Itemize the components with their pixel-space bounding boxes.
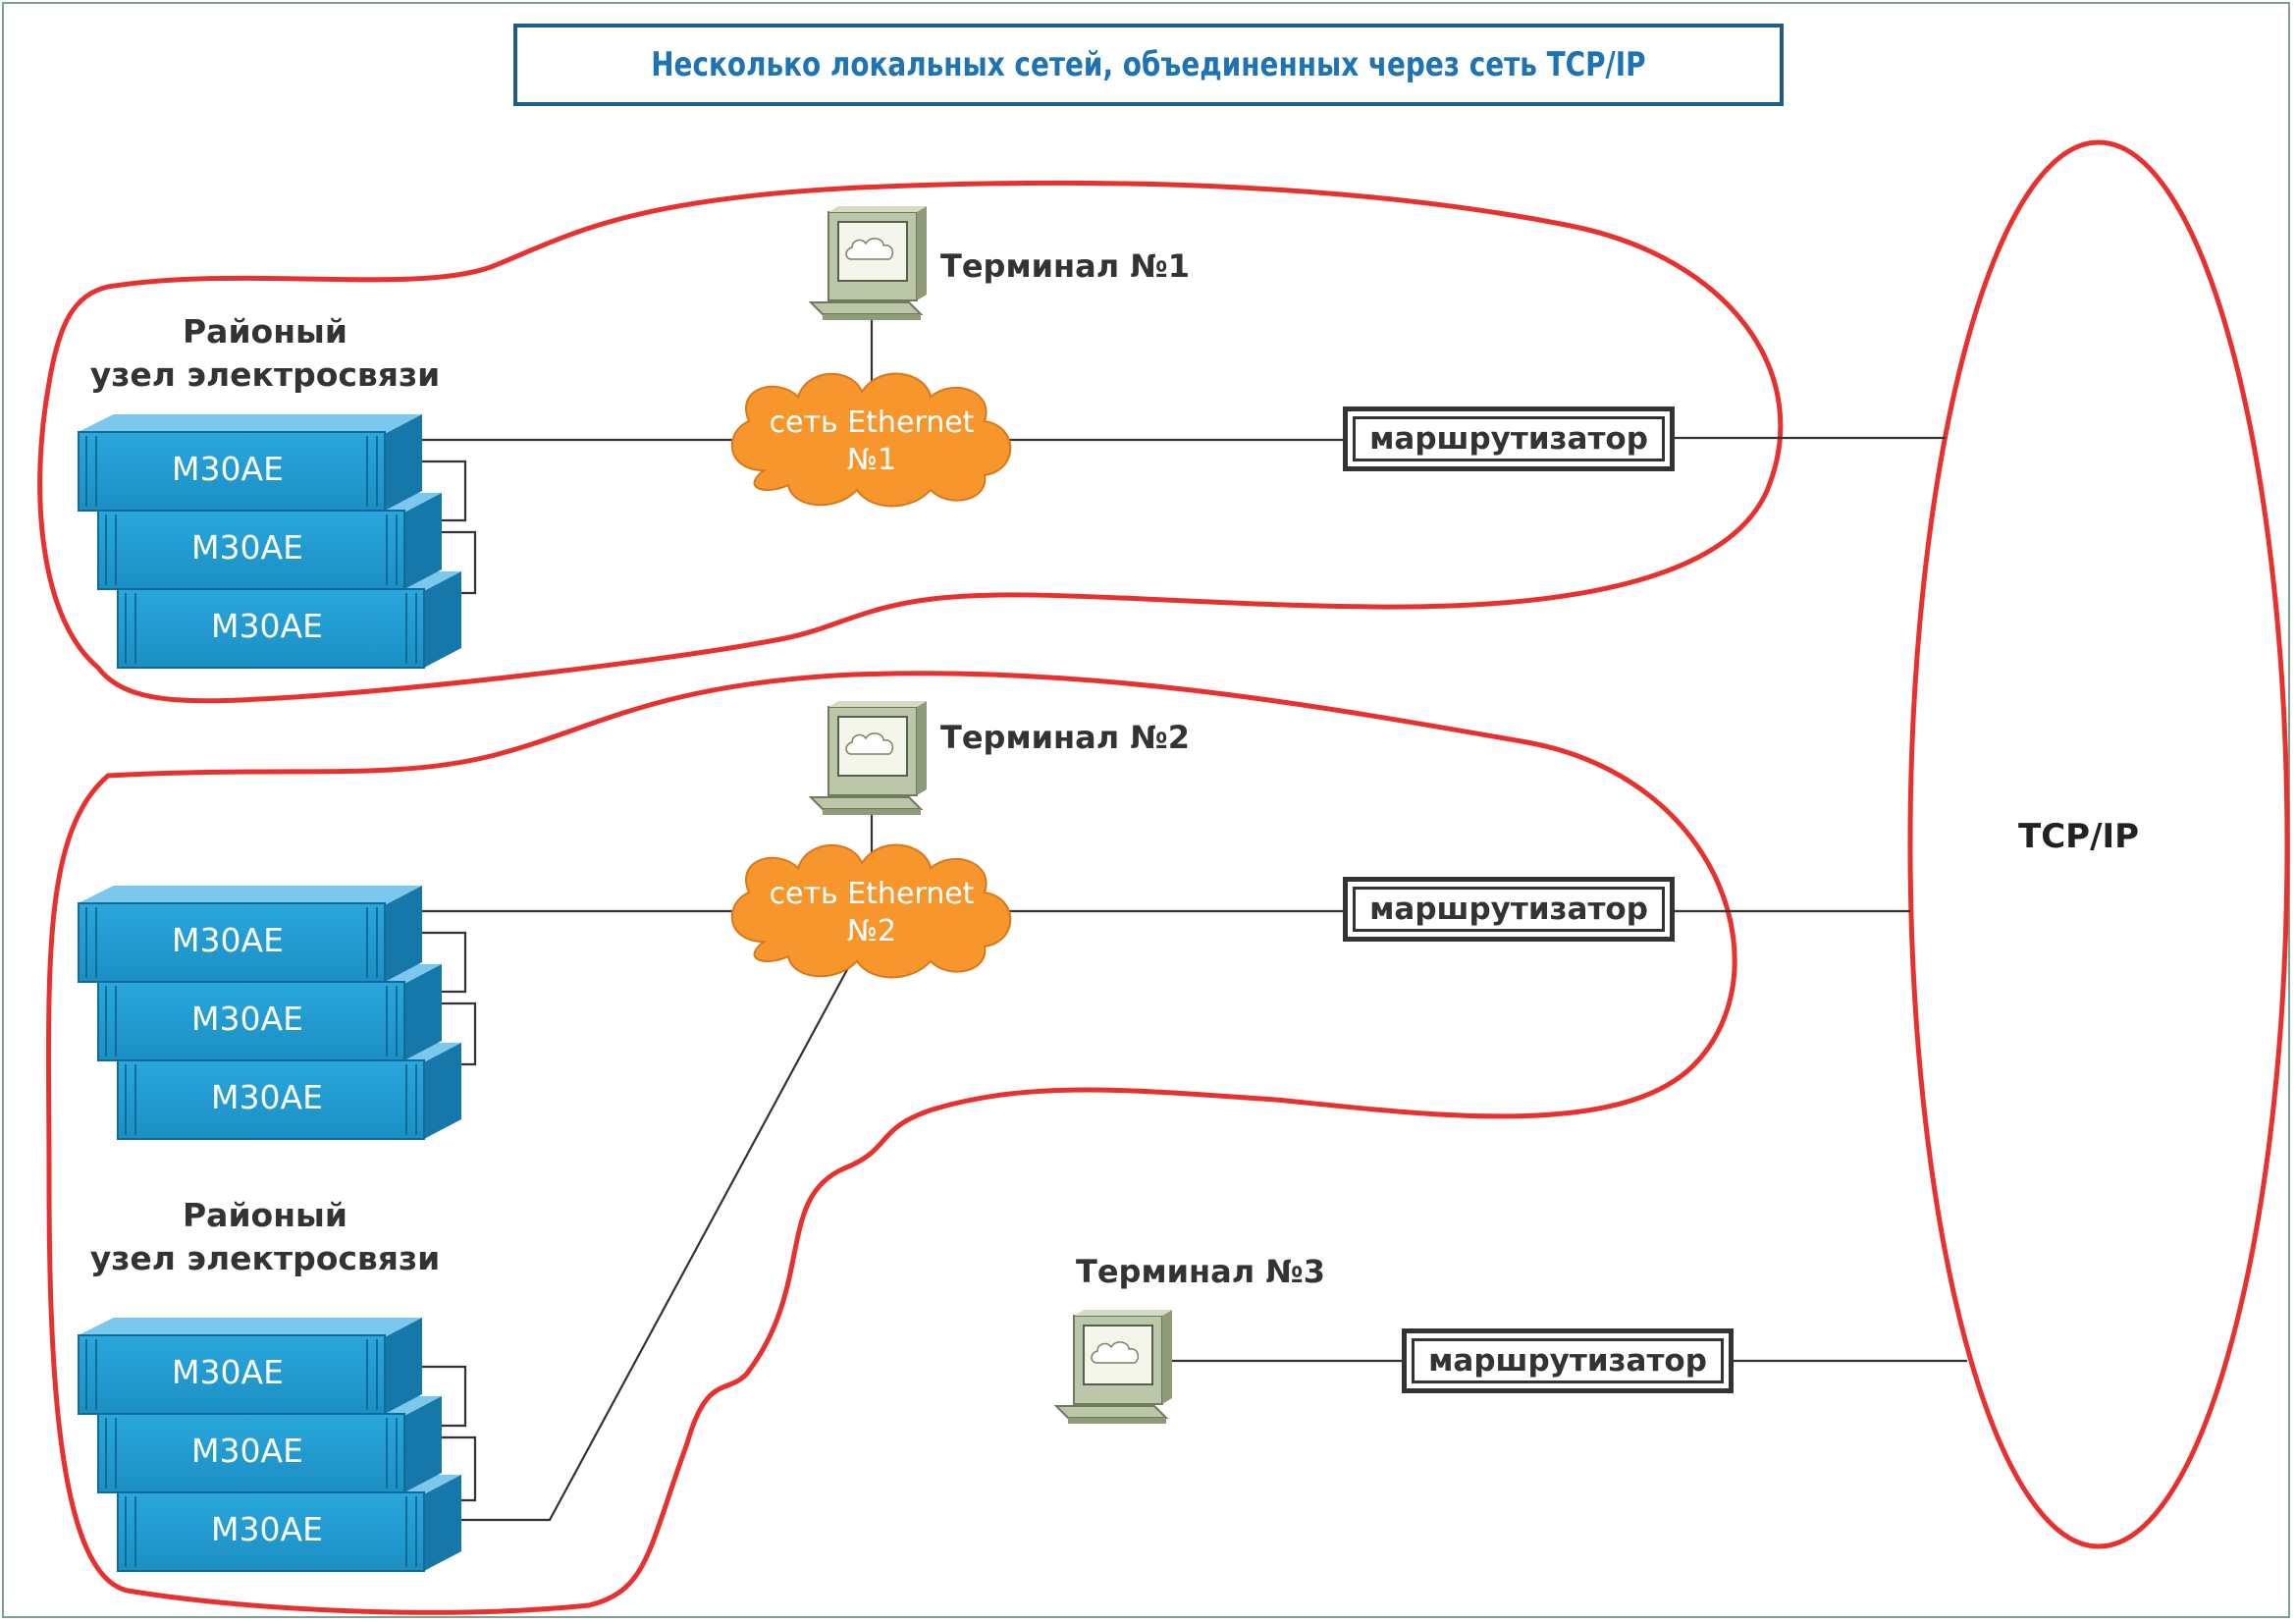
rack-unit — [78, 1318, 422, 1415]
router-1: маршрутизатор — [1343, 406, 1675, 471]
uzel-label-2: Районый узел электросвязи — [69, 1194, 461, 1280]
uzel-label-1: Районый узел электросвязи — [69, 310, 461, 397]
uzel-label-2-line2: узел электросвязи — [89, 1239, 441, 1277]
uzel-label-2-line1: Районый — [182, 1196, 347, 1234]
rack-label: М30АЕ — [172, 921, 284, 959]
rack-label: М30АЕ — [191, 528, 303, 567]
ethernet-cloud-1 — [730, 372, 1012, 508]
tcp-ip-label: TCP/IP — [2018, 817, 2140, 856]
ethernet-cloud-1-line1: сеть Ethernet — [769, 406, 975, 440]
rack-unit — [78, 414, 422, 512]
router-2-label: маршрутизатор — [1369, 892, 1648, 927]
rack-label: М30АЕ — [191, 1432, 303, 1470]
router-2: маршрутизатор — [1343, 877, 1675, 942]
network-2-boundary — [46, 671, 1737, 1615]
rack-unit — [78, 886, 422, 983]
terminal-3-icon — [1053, 1310, 1172, 1424]
network-2-links — [414, 785, 1910, 1522]
tcp-ip-ellipse — [1907, 139, 2290, 1549]
terminal-2-label: Терминал №2 — [940, 719, 1191, 756]
network-1-links — [414, 316, 1946, 595]
rack-stack-1 — [78, 414, 461, 669]
rack-label: М30АЕ — [172, 450, 284, 488]
rack-label: М30АЕ — [211, 1078, 323, 1116]
router-1-label: маршрутизатор — [1369, 421, 1648, 457]
uzel-label-1-line1: Районый — [182, 312, 347, 351]
rack-label: М30АЕ — [191, 1000, 303, 1038]
terminal-3-label: Терминал №3 — [1076, 1253, 1326, 1290]
router-3-label: маршрутизатор — [1428, 1343, 1707, 1379]
rack-stack-2b — [78, 1318, 461, 1572]
rack-label: М30АЕ — [211, 607, 323, 645]
uzel-label-1-line2: узел электросвязи — [89, 355, 441, 394]
rack-label: М30АЕ — [172, 1353, 284, 1391]
ethernet-cloud-2-line1: сеть Ethernet — [769, 877, 975, 911]
terminal-1-label: Терминал №1 — [940, 247, 1191, 285]
rack-stack-2a — [78, 886, 461, 1140]
network-1-boundary — [37, 180, 1784, 704]
rack-label: М30АЕ — [211, 1510, 323, 1548]
ethernet-cloud-2 — [730, 843, 1012, 979]
rack-unit — [97, 493, 442, 590]
ethernet-cloud-1-line2: №1 — [846, 443, 897, 477]
title-box: Несколько локальных сетей, объединенных … — [513, 24, 1784, 106]
router-3: маршрутизатор — [1402, 1328, 1734, 1393]
terminal-1-icon — [808, 206, 927, 320]
ethernet-cloud-2-label: сеть Ethernet №2 — [734, 876, 1009, 950]
page-title: Несколько локальных сетей, объединенных … — [651, 45, 1646, 84]
terminal-2-icon — [808, 701, 927, 815]
ethernet-cloud-2-line2: №2 — [846, 914, 897, 948]
ethernet-cloud-1-label: сеть Ethernet №1 — [734, 405, 1009, 479]
